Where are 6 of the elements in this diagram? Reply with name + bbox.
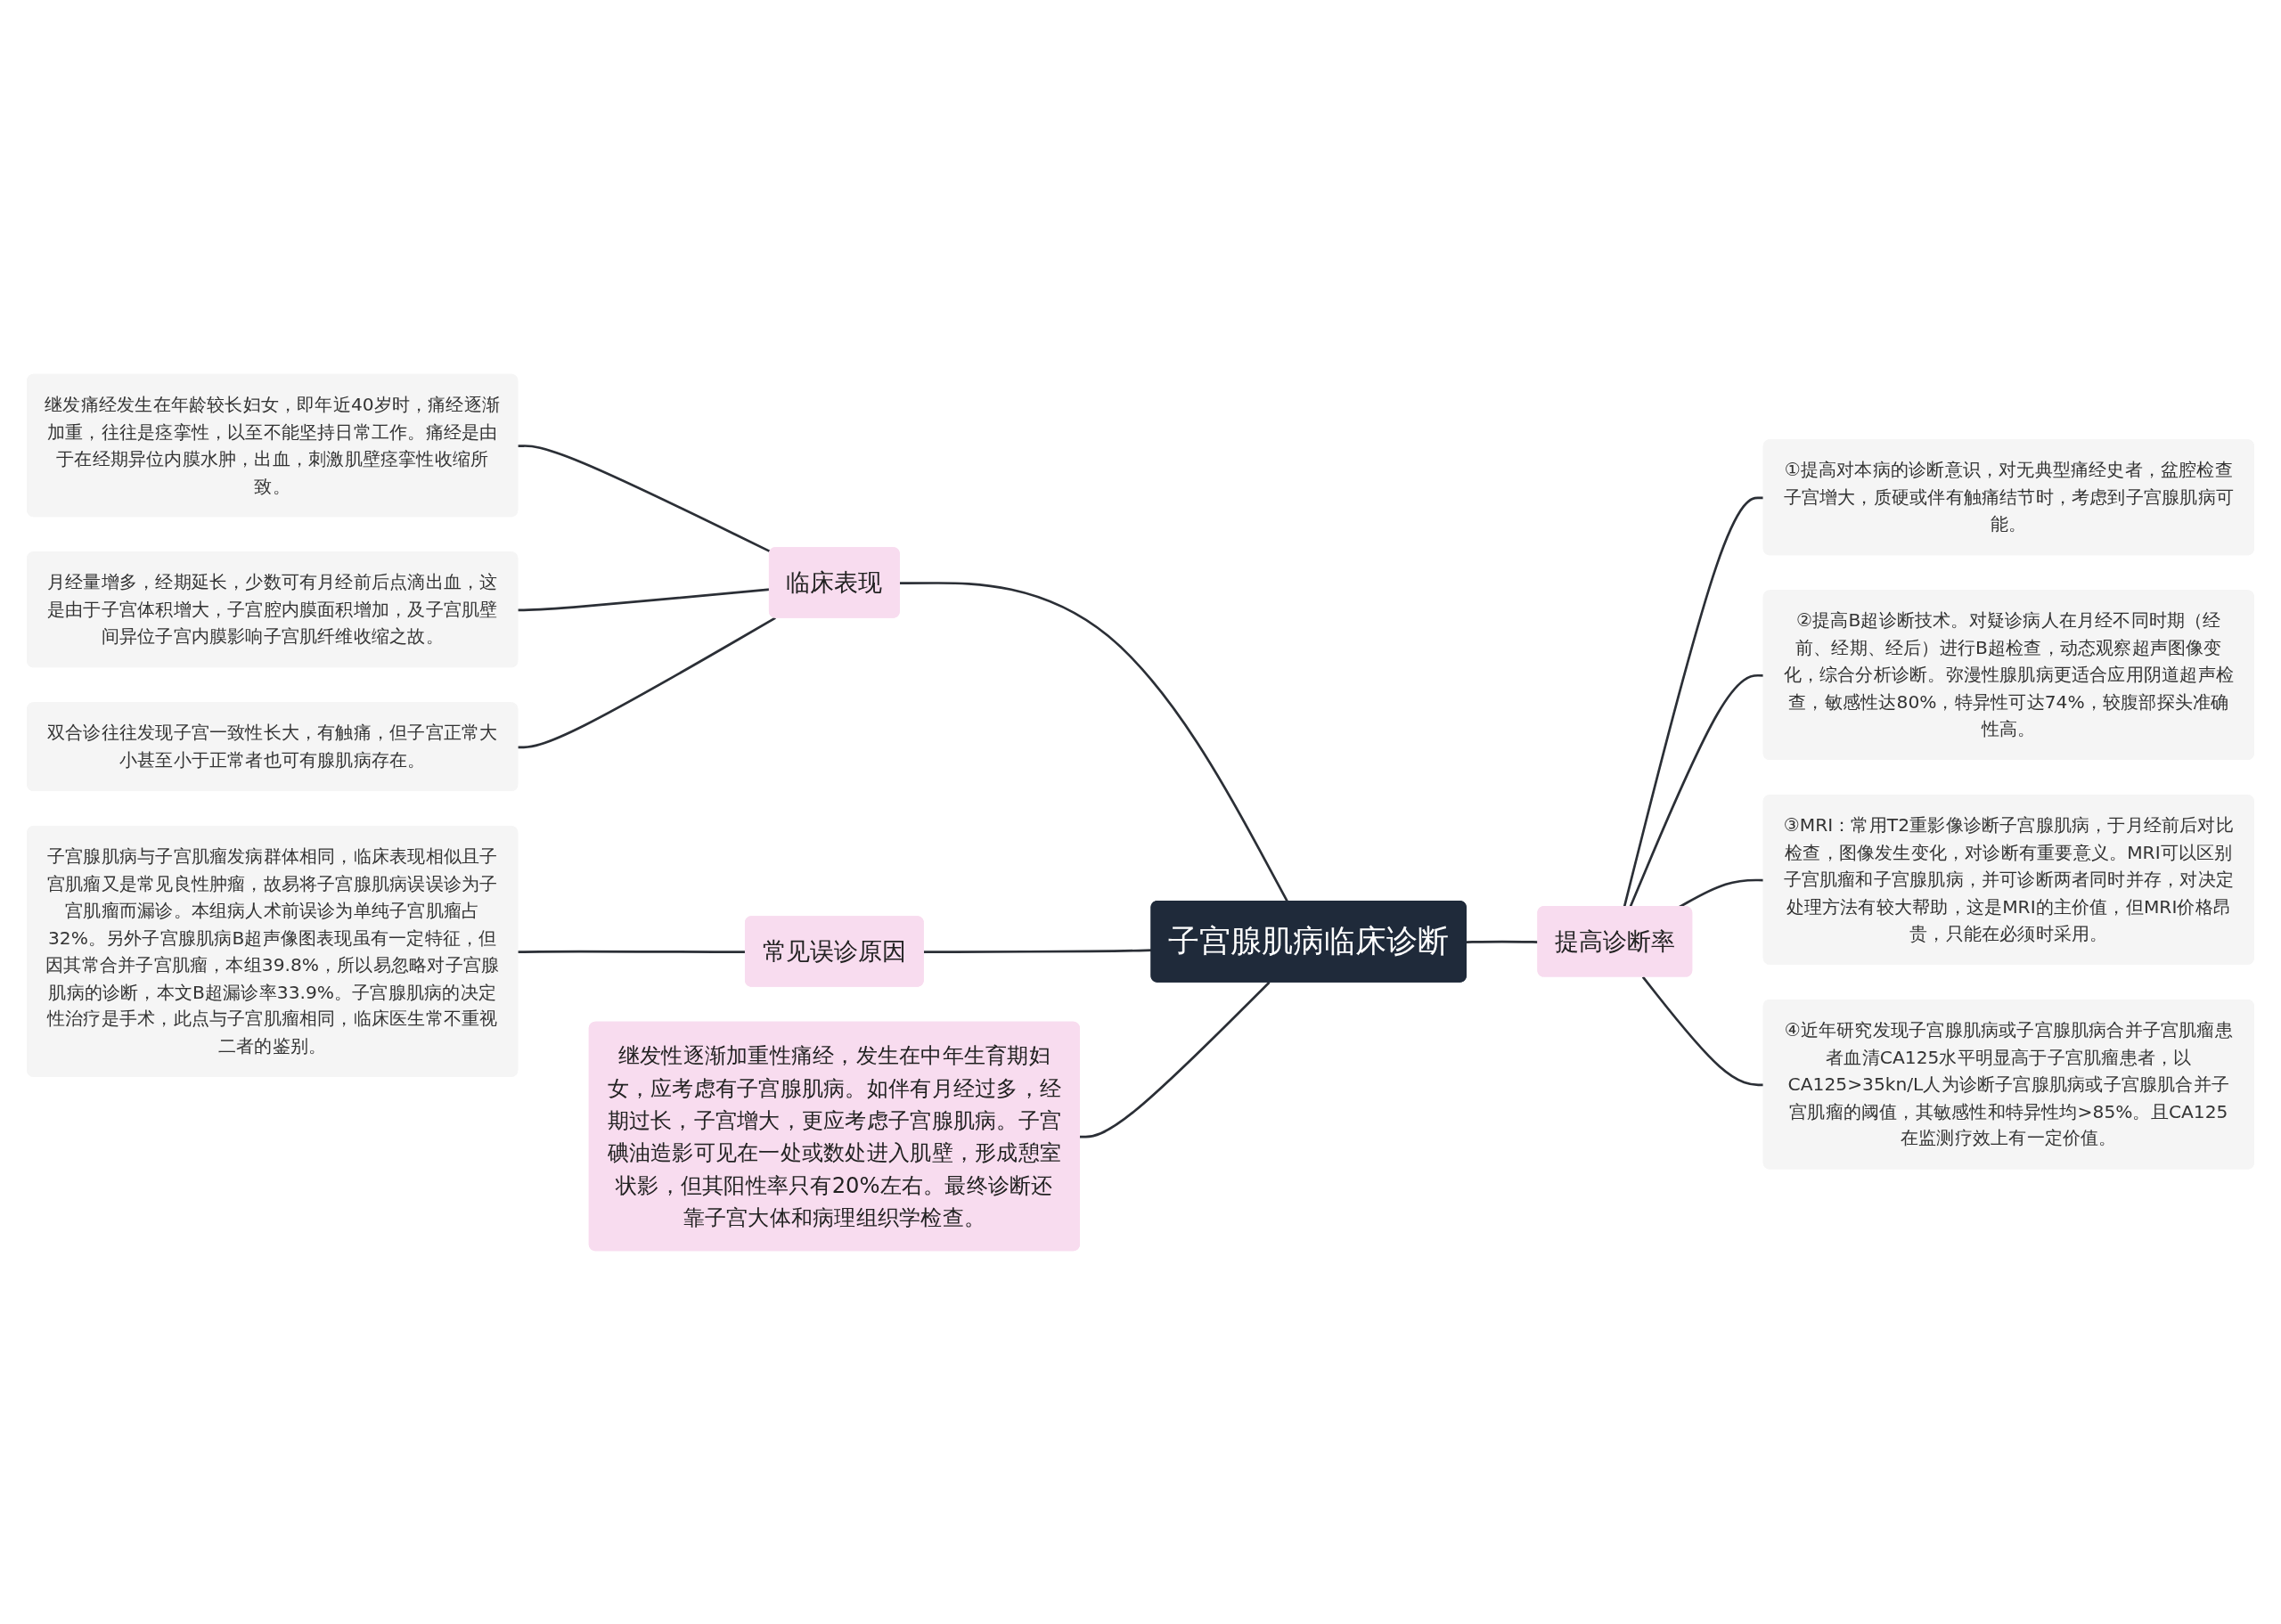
- connector: [899, 581, 1289, 902]
- connector: [1079, 981, 1271, 1138]
- connector: [1466, 940, 1539, 943]
- connector: [518, 616, 776, 748]
- connector: [518, 444, 772, 553]
- connector: [923, 948, 1152, 953]
